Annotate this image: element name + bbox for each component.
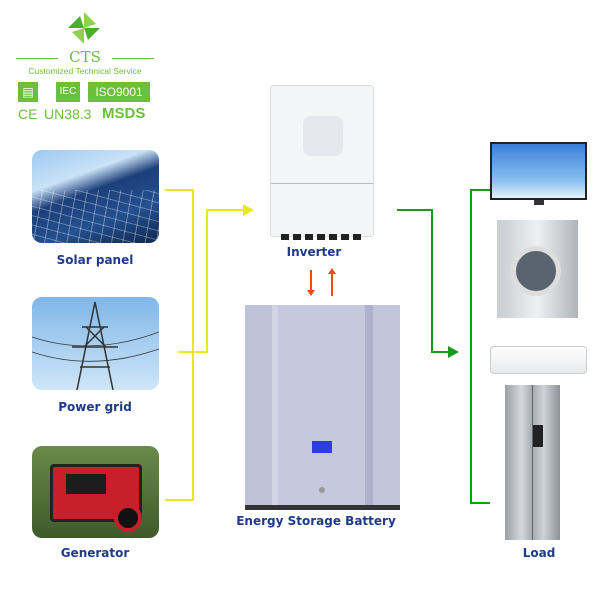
source-lines [165, 189, 244, 501]
arrow-up-icon [328, 268, 336, 274]
generator-image [32, 446, 159, 538]
battery-flow-arrows [310, 270, 333, 296]
label-solar-panel: Solar panel [56, 253, 134, 267]
arrow-to-inverter-icon [243, 204, 254, 216]
label-battery: Energy Storage Battery [236, 514, 396, 528]
load-lines [397, 189, 490, 504]
washing-machine-image [497, 220, 578, 318]
label-generator: Generator [60, 546, 130, 560]
arrow-to-load-icon [448, 346, 459, 358]
pinwheel-logo-icon [68, 12, 100, 44]
cts-logo: CTS Customized Technical Service ▤ IEC I… [0, 0, 170, 130]
badge-iec: IEC [56, 82, 80, 102]
power-grid-image [32, 297, 159, 390]
air-conditioner-image [490, 346, 587, 374]
label-power-grid: Power grid [58, 400, 132, 414]
label-inverter: Inverter [286, 245, 342, 259]
tv-stand [534, 200, 544, 205]
battery-image [245, 305, 400, 510]
refrigerator-image [505, 385, 560, 540]
arrow-down-icon [307, 290, 315, 296]
logo-tagline: Customized Technical Service [28, 66, 142, 76]
label-load: Load [522, 546, 556, 560]
inverter-image [270, 85, 374, 240]
cert-msds: MSDS [102, 105, 146, 122]
tv-image [490, 142, 587, 200]
battery-cert-icon: ▤ [18, 82, 38, 102]
logo-brand: CTS [69, 48, 101, 66]
cert-un383: UN38.3 [44, 106, 92, 122]
badge-iso: ISO9001 [88, 82, 150, 102]
cert-ce: CE [18, 106, 38, 122]
solar-panel-image [32, 150, 159, 243]
